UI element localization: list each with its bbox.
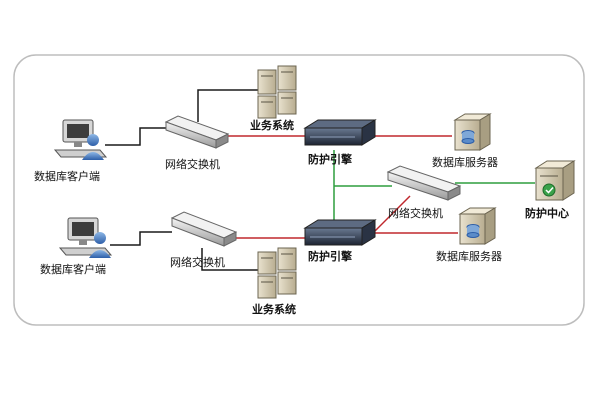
label-business-top: 业务系统	[250, 119, 294, 132]
label-engine-bottom: 防护引擎	[308, 250, 352, 263]
links	[105, 89, 535, 271]
db-server-bottom-icon	[458, 207, 497, 245]
switch-top-icon	[164, 115, 230, 149]
business-system-bottom-icon	[257, 247, 297, 299]
label-client-bottom: 数据库客户端	[40, 263, 106, 276]
client-top-icon	[53, 119, 108, 160]
protection-center-icon	[534, 160, 576, 201]
label-switch-bottom: 网络交换机	[170, 256, 225, 269]
link-client-switch-bottom	[110, 231, 172, 246]
label-switch-mid: 网络交换机	[388, 207, 443, 220]
engine-bottom-icon	[303, 219, 377, 246]
link-switch-business-bottom	[201, 248, 262, 271]
switch-mid-icon	[386, 165, 462, 201]
db-server-top-icon	[453, 113, 492, 151]
label-protection-center: 防护中心	[525, 207, 569, 220]
switch-bottom-icon	[170, 211, 238, 247]
label-client-top: 数据库客户端	[34, 170, 100, 183]
link-client-switch-top	[105, 127, 168, 146]
label-db-server-top: 数据库服务器	[432, 156, 498, 169]
link-switch-business-top	[197, 89, 262, 122]
label-switch-top: 网络交换机	[165, 158, 220, 171]
client-bottom-icon	[58, 217, 113, 258]
engine-top-icon	[303, 119, 377, 146]
business-system-top-icon	[257, 65, 297, 119]
label-engine-top: 防护引擎	[308, 153, 352, 166]
label-business-bottom: 业务系统	[252, 303, 296, 316]
link-switch-mid-engine-bottom	[374, 195, 411, 232]
label-db-server-bottom: 数据库服务器	[436, 250, 502, 263]
diagram-frame	[13, 54, 585, 326]
